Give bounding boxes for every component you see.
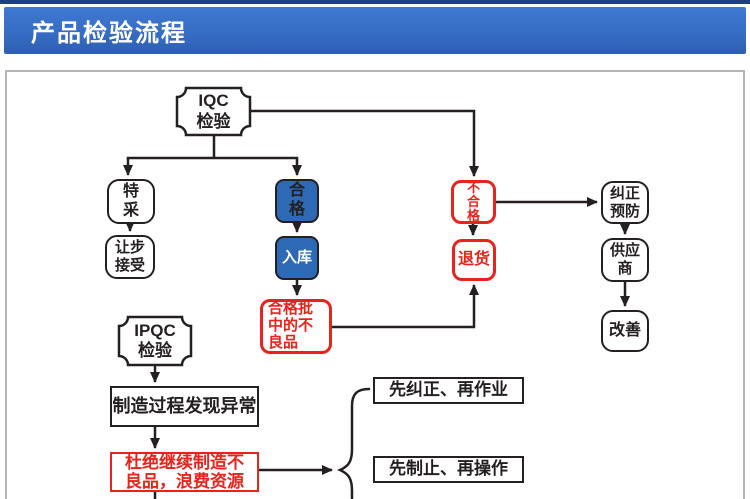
node-defective-in-qualified-batch: 合格批 中的不 良品 bbox=[260, 299, 332, 354]
page-title: 产品检验流程 bbox=[31, 20, 187, 47]
header-bar: 产品检验流程 bbox=[4, 7, 746, 54]
node-improve: 改善 bbox=[601, 310, 649, 352]
iqc-plaque-shape bbox=[175, 86, 252, 137]
node-iqc-inspection: IQC 检验 bbox=[196, 91, 231, 131]
node-special-purchase: 特 采 bbox=[107, 179, 155, 224]
top-strip bbox=[0, 0, 750, 4]
node-supplier: 供应 商 bbox=[601, 238, 649, 282]
connector-iqc-to-unqualified bbox=[250, 109, 479, 177]
node-process-abnormal: 制造过程发现异常 bbox=[110, 386, 259, 427]
node-concession-accept: 让步 接受 bbox=[105, 235, 155, 279]
brace-shape bbox=[336, 387, 371, 499]
node-unqualified: 不 合 格 bbox=[451, 180, 496, 224]
content-frame bbox=[5, 70, 745, 499]
node-qualified: 合 格 bbox=[275, 179, 319, 223]
node-stop-defect-production: 杜绝继续制造不 良品，浪费资源 bbox=[110, 452, 259, 492]
node-ipqc-inspection: IPQC 检验 bbox=[134, 320, 176, 360]
node-return-goods: 退货 bbox=[452, 239, 496, 281]
node-warehousing: 入库 bbox=[275, 236, 319, 280]
node-corrective-prevention: 纠正 预防 bbox=[601, 181, 649, 224]
node-stop-then-operate: 先制止、再操作 bbox=[373, 456, 524, 483]
node-correct-then-work: 先纠正、再作业 bbox=[373, 377, 524, 404]
connector-defective-to-return bbox=[332, 284, 479, 329]
ipqc-plaque-shape bbox=[117, 315, 193, 367]
